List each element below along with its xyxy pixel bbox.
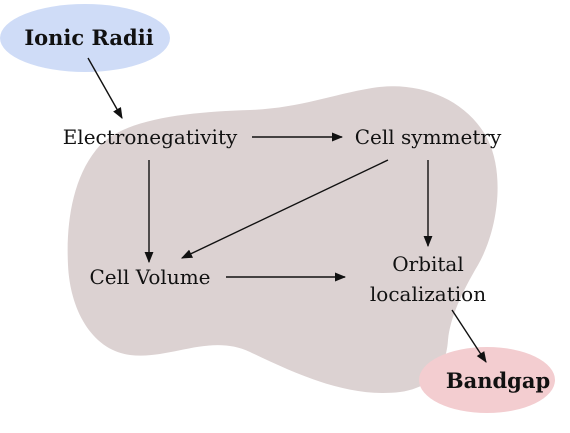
- node-bandgap: Bandgap: [446, 368, 550, 393]
- edge-orbital-localization-to-bandgap: [451, 309, 487, 363]
- ionic-radii-bubble: [0, 4, 170, 72]
- edge-cell-symmetry-to-cell-volume: [180, 159, 389, 259]
- node-orbital-localization-line1: Orbital: [392, 252, 464, 276]
- grouping-blob: [67, 86, 498, 393]
- node-cell-symmetry: Cell symmetry: [355, 125, 502, 149]
- bandgap-bubble: [419, 347, 555, 413]
- node-cell-volume: Cell Volume: [89, 265, 210, 289]
- node-orbital-localization-line2: localization: [370, 282, 486, 306]
- edge-ionic-radii-to-electronegativity: [87, 57, 123, 119]
- node-electronegativity: Electronegativity: [63, 125, 238, 149]
- node-ionic-radii: Ionic Radii: [24, 25, 153, 50]
